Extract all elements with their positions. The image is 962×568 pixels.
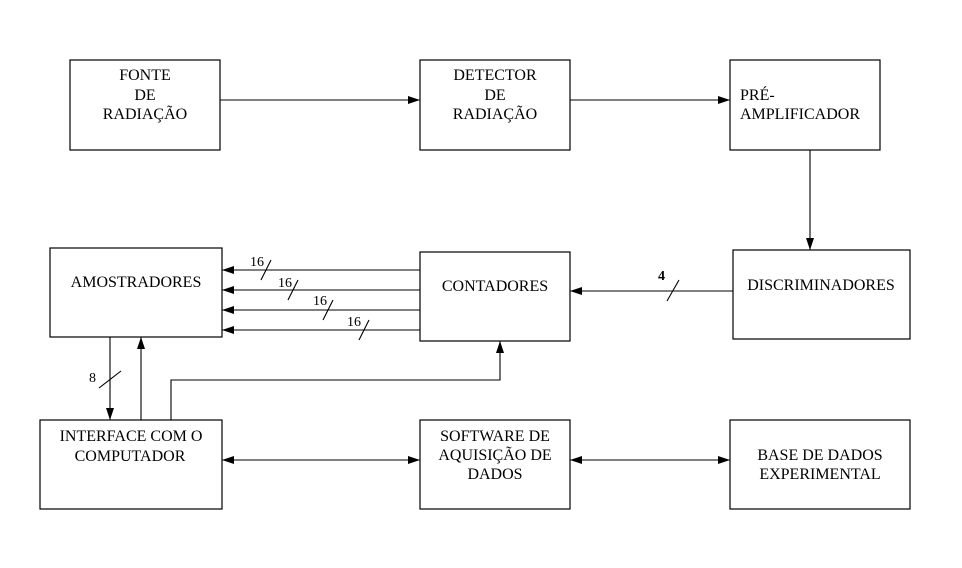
block-contadores: CONTADORES — [419, 251, 571, 342]
block-discriminadores: DISCRIMINADORES — [732, 249, 911, 340]
bus-width-label-16-2: 16 — [278, 276, 292, 291]
block-detector-de-radiacao: DETECTOR DE RADIAÇÃO — [419, 59, 571, 151]
bus-slash-16-4 — [358, 319, 370, 341]
bus-slash-16-3 — [322, 299, 334, 321]
detector-line-3: RADIAÇÃO — [453, 105, 537, 123]
software-line-3: DADOS — [467, 466, 522, 483]
detector-line-1: DETECTOR — [453, 67, 537, 84]
contadores-line-1: CONTADORES — [442, 278, 548, 295]
pre-amplificador-box — [729, 59, 881, 151]
pre-amplificador-line-2: AMPLIFICADOR — [740, 106, 860, 123]
amostradores-box — [49, 247, 223, 338]
discriminadores-box — [732, 249, 911, 340]
bus-slash-16-1 — [260, 259, 272, 281]
block-pre-amplificador: PRÉ- AMPLIFICADOR — [729, 59, 881, 151]
bus-width-label-16-1: 16 — [250, 255, 264, 270]
block-amostradores: AMOSTRADORES — [49, 247, 223, 338]
interface-line-1: INTERFACE COM O — [60, 428, 203, 445]
bus-width-label-8: 8 — [89, 371, 96, 386]
interface-line-2: COMPUTADOR — [75, 448, 186, 465]
detector-line-2: DE — [484, 87, 505, 104]
software-line-1: SOFTWARE DE — [440, 428, 550, 445]
contadores-box — [419, 251, 571, 342]
bus-width-label-16-3: 16 — [313, 294, 327, 309]
bus-width-label-16-4: 16 — [347, 315, 361, 330]
detector-de-radiacao-box — [419, 59, 571, 151]
software-box — [419, 419, 571, 510]
base-de-dados-line-2: EXPERIMENTAL — [759, 466, 880, 483]
bus-slash-8 — [98, 370, 122, 389]
fonte-line-1: FONTE — [119, 67, 171, 84]
block-base-de-dados: BASE DE DADOS EXPERIMENTAL — [729, 419, 911, 510]
arrow-interface-to-contadores — [170, 341, 504, 420]
base-de-dados-line-1: BASE DE DADOS — [757, 447, 882, 464]
block-software-de-aquisicao: SOFTWARE DE AQUISIÇÃO DE DADOS — [419, 419, 571, 510]
amostradores-line-1: AMOSTRADORES — [71, 274, 202, 291]
block-fonte-de-radiacao: FONTE DE RADIAÇÃO — [69, 59, 221, 151]
base-de-dados-box — [729, 419, 911, 510]
software-line-2: AQUISIÇÃO DE — [438, 446, 551, 464]
bus-slash-4 — [666, 279, 680, 302]
interface-box — [39, 419, 223, 510]
fonte-de-radiacao-box — [69, 59, 221, 151]
pre-amplificador-line-1: PRÉ- — [740, 85, 775, 104]
fonte-line-2: DE — [134, 87, 155, 104]
discriminadores-line-1: DISCRIMINADORES — [747, 277, 895, 294]
fonte-line-3: RADIAÇÃO — [103, 105, 187, 123]
bus-slash-16-2 — [287, 279, 299, 301]
block-interface-com-o-computador: INTERFACE COM O COMPUTADOR — [39, 419, 223, 510]
bus-width-label-4: 4 — [658, 269, 665, 284]
